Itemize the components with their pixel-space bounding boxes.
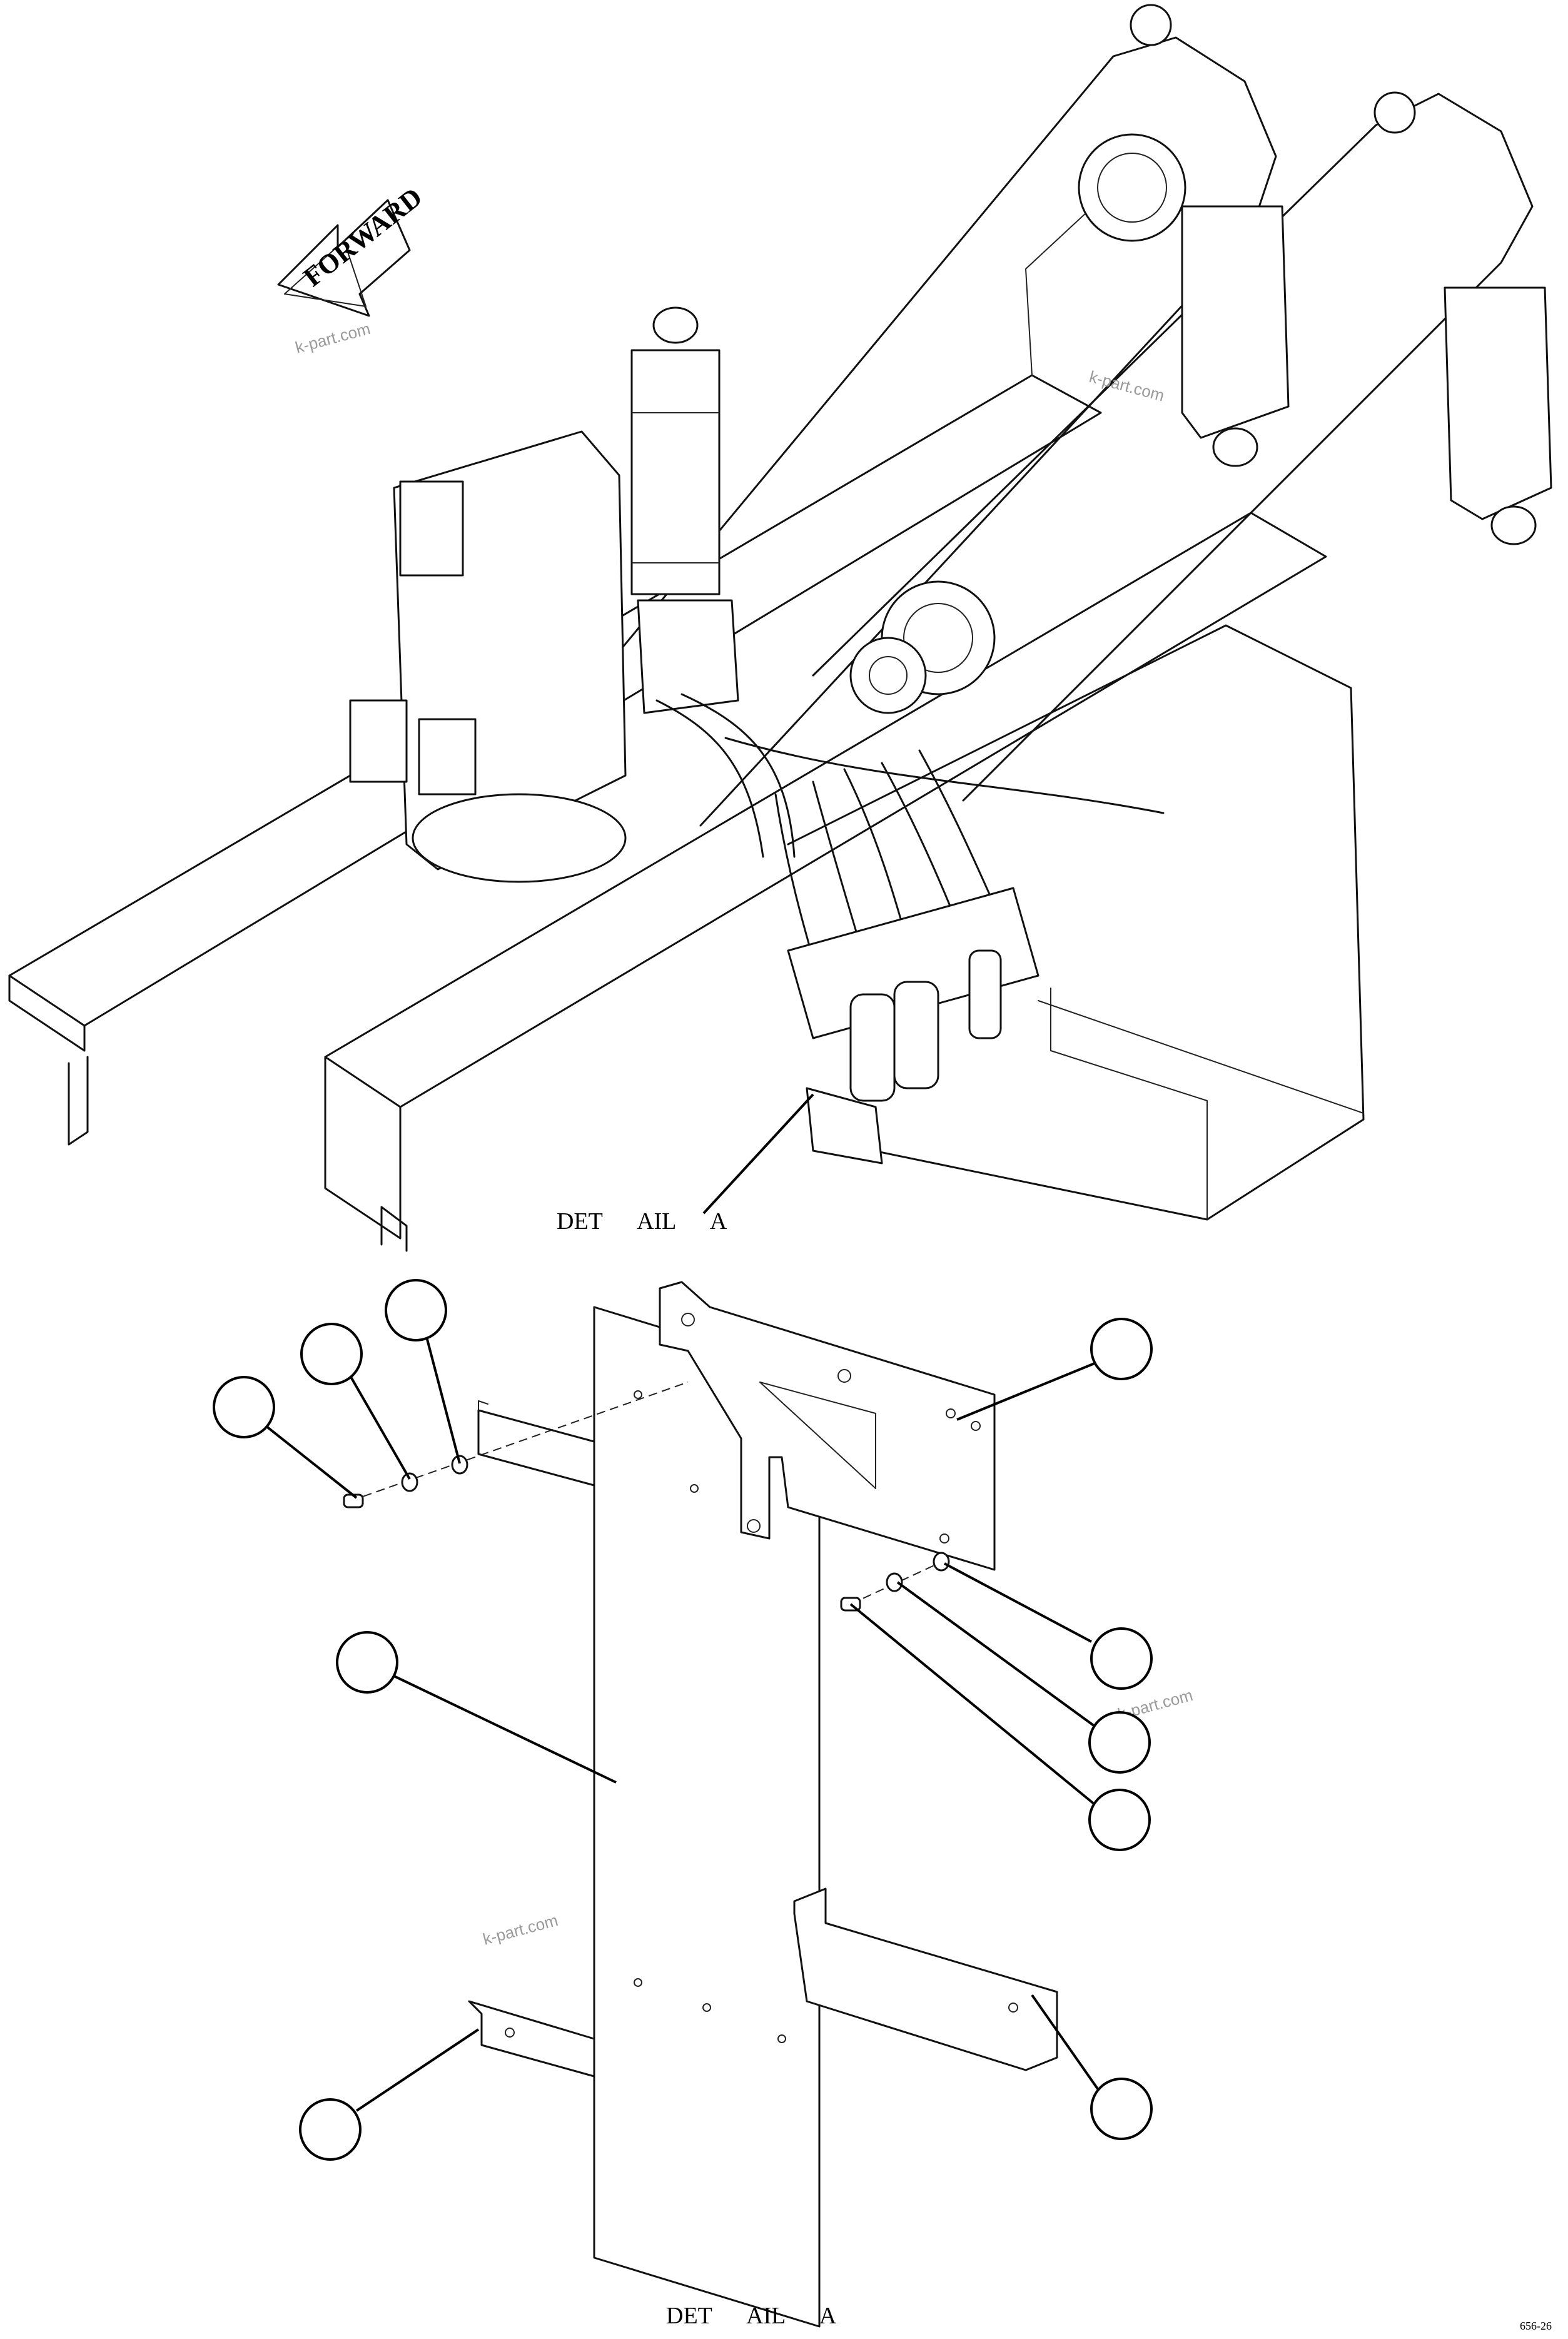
callout-6[interactable] bbox=[944, 1562, 1153, 1690]
callout-1[interactable] bbox=[213, 1376, 358, 1499]
callout-10[interactable] bbox=[1031, 1994, 1153, 2140]
sheet-code: 656-26 bbox=[1520, 2320, 1552, 2332]
callout-4[interactable] bbox=[956, 1318, 1153, 1421]
detail-a-leader bbox=[702, 1093, 814, 1215]
detail-a-label-top: DET AIL A bbox=[557, 1208, 727, 1235]
forward-arrow-icon: FORWARD bbox=[277, 181, 428, 317]
detail-a-exploded-view bbox=[343, 1281, 1058, 2328]
watermark-text: k-part.com bbox=[1087, 367, 1166, 405]
callout-5[interactable] bbox=[336, 1631, 617, 1784]
callout-2[interactable] bbox=[300, 1323, 411, 1480]
callout-9[interactable] bbox=[299, 2028, 480, 2161]
forward-arrow-label: FORWARD bbox=[298, 181, 428, 293]
watermark-text: k-part.com bbox=[481, 1911, 560, 1949]
watermark-text: k-part.com bbox=[293, 319, 372, 357]
boom-assembly-illustration bbox=[8, 4, 1552, 1252]
detail-a-label-bottom: DET AIL A bbox=[666, 2303, 837, 2329]
callout-3[interactable] bbox=[385, 1279, 461, 1464]
callout-8[interactable] bbox=[849, 1603, 1151, 1851]
callout-7[interactable] bbox=[896, 1581, 1151, 1774]
